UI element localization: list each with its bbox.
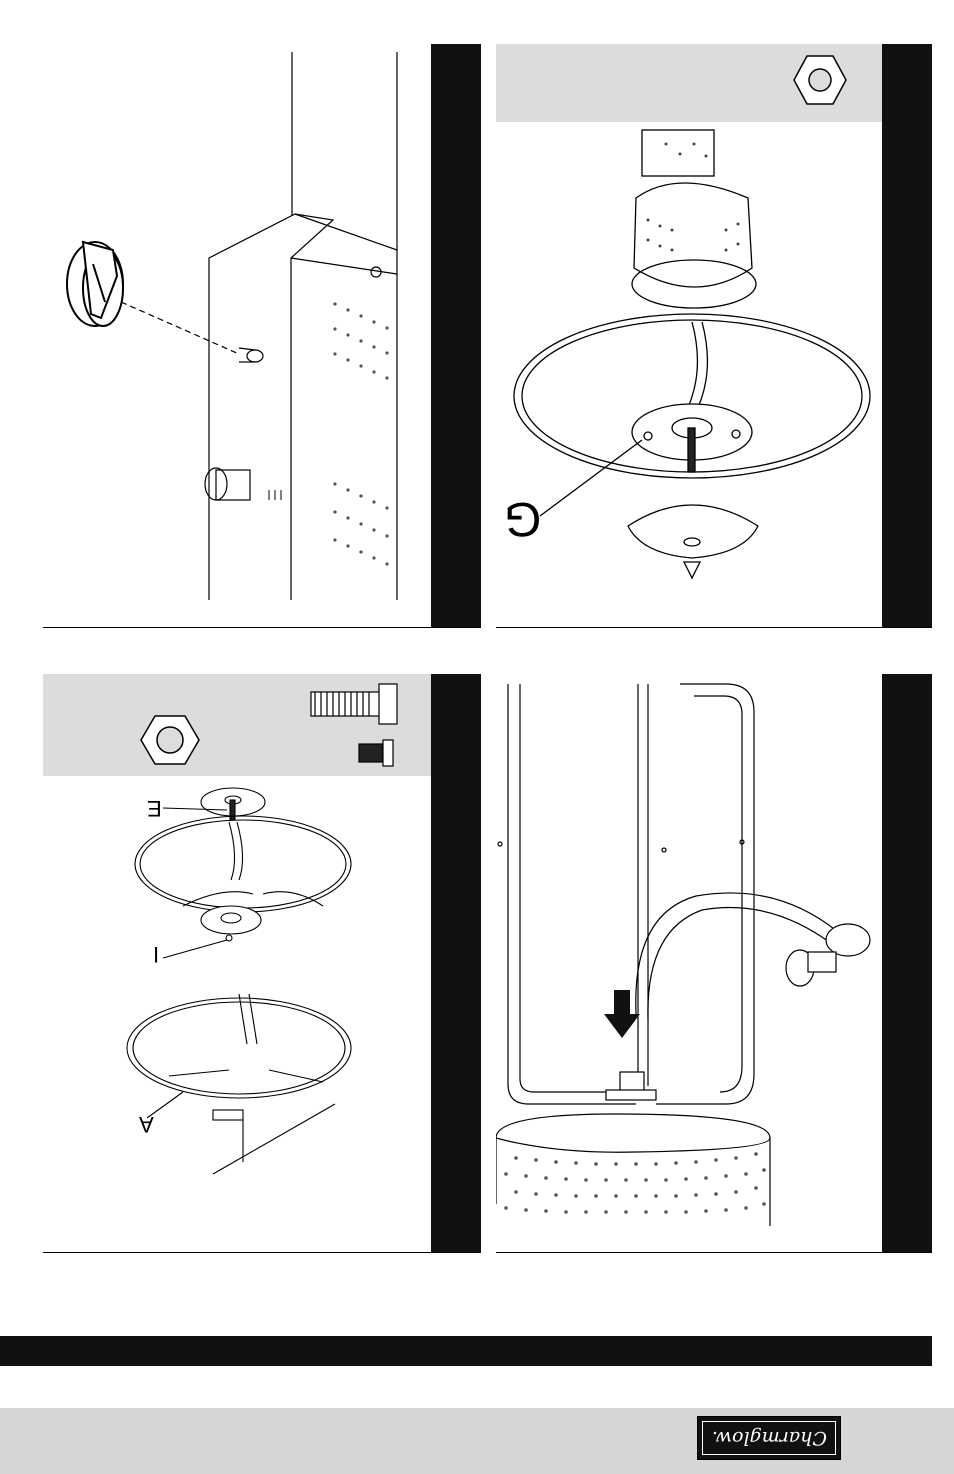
step-tab-top-left — [431, 44, 481, 628]
brand-logo-frame: Charmglow. — [702, 1421, 836, 1455]
part-label-g: G — [504, 492, 541, 544]
step-tab-top-right — [882, 44, 932, 628]
part-label-a: A — [139, 1112, 154, 1136]
control-knob-icon — [67, 242, 123, 326]
step-tab-bottom-right — [882, 674, 932, 1253]
figure-hose-connection — [496, 674, 882, 1253]
bolt-icon — [311, 684, 397, 724]
footer-bar — [0, 1336, 932, 1366]
figure-burner-base: G — [496, 44, 882, 628]
brand-logo: Charmglow. — [697, 1416, 841, 1460]
step-tab-bottom-left — [431, 674, 481, 1253]
figure-knob-install — [43, 44, 431, 628]
down-arrow-icon — [604, 990, 640, 1038]
hex-nut-icon — [141, 716, 199, 764]
screw-icon — [359, 740, 393, 766]
part-label-e: E — [147, 796, 162, 820]
brand-logo-text: Charmglow. — [712, 1427, 827, 1449]
part-label-i: I — [153, 942, 159, 966]
hex-nut-icon — [794, 56, 846, 104]
figure-base-ring-assembly: E I A — [43, 674, 431, 1253]
